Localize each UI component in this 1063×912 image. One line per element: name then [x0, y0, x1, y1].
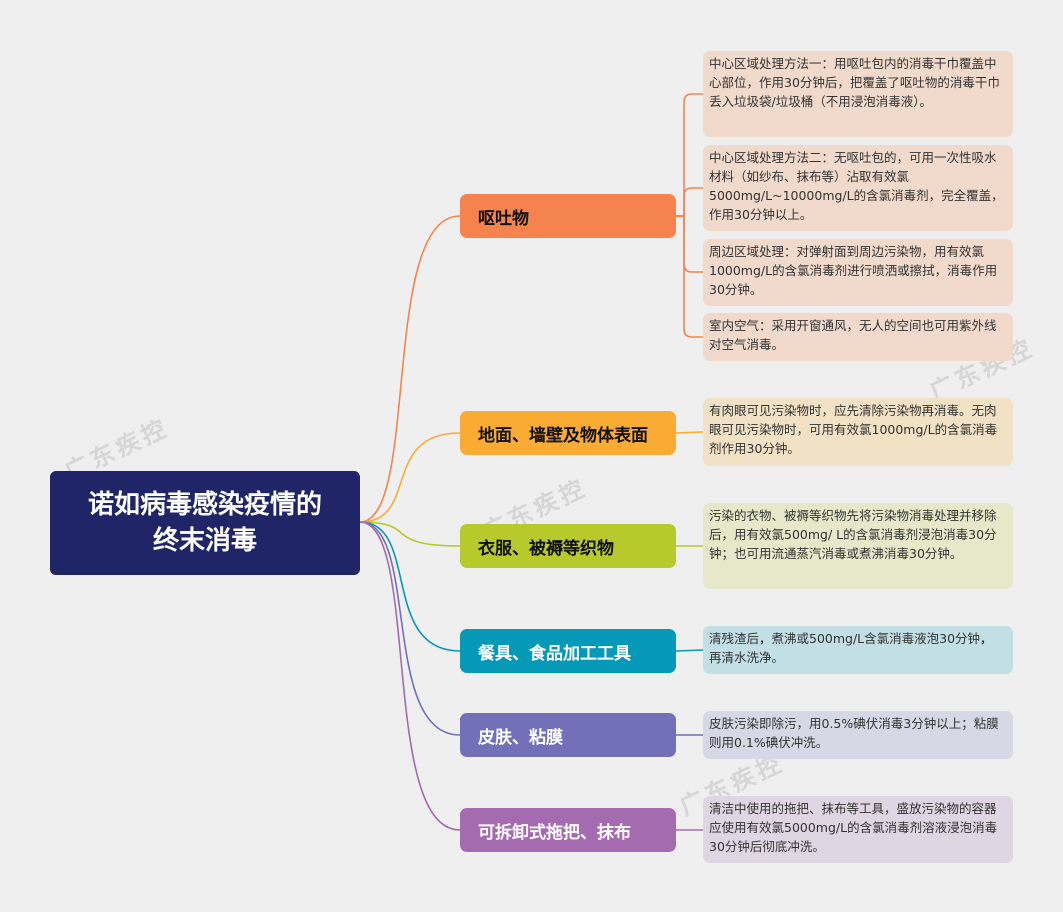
branch-leaf-link: [676, 93, 703, 217]
branch-surfaces[interactable]: 地面、墙壁及物体表面: [460, 411, 676, 455]
leaf-vomit-surrounding: 周边区域处理：对弹射面到周边污染物，用有效氯1000mg/L的含氯消毒剂进行喷洒…: [703, 239, 1013, 306]
branch-mops-rags[interactable]: 可拆卸式拖把、抹布: [460, 808, 676, 852]
leaf-textiles: 污染的衣物、被褥等织物先将污染物消毒处理并移除后，用有效氯500mg/ L的含氯…: [703, 503, 1013, 589]
branch-leaf-link: [676, 215, 703, 338]
root-branch-link: [359, 521, 461, 547]
branch-leaf-link: [676, 215, 703, 273]
branch-tableware[interactable]: 餐具、食品加工工具: [460, 629, 676, 673]
leaf-vomit-indoor-air: 室内空气：采用开窗通风，无人的空间也可用紫外线对空气消毒。: [703, 313, 1013, 361]
leaf-mops-rags: 清洁中使用的拖把、抹布等工具，盛放污染物的容器应使用有效氯5000mg/L的含氯…: [703, 796, 1013, 863]
branch-leaf-link: [675, 431, 704, 434]
root-branch-link: [359, 521, 461, 652]
root-title-line2: 终末消毒: [152, 526, 257, 556]
branch-leaf-link: [675, 649, 704, 652]
root-branch-link: [359, 521, 461, 831]
branch-leaf-link: [676, 187, 703, 217]
leaf-vomit-center-method2: 中心区域处理方法二：无呕吐包的，可用一次性吸水材料（如纱布、抹布等）沾取有效氯5…: [703, 145, 1013, 231]
leaf-surfaces: 有肉眼可见污染物时，应先清除污染物再消毒。无肉眼可见污染物时，可用有效氯1000…: [703, 398, 1013, 466]
root-branch-link: [359, 432, 461, 523]
branch-textiles[interactable]: 衣服、被褥等织物: [460, 524, 676, 568]
leaf-tableware: 清残渣后，煮沸或500mg/L含氯消毒液泡30分钟，再清水洗净。: [703, 626, 1013, 674]
root-branch-link: [359, 521, 461, 736]
leaf-vomit-center-method1: 中心区域处理方法一：用呕吐包内的消毒干巾覆盖中心部位，作用30分钟后，把覆盖了呕…: [703, 51, 1013, 137]
root-node[interactable]: 诺如病毒感染疫情的 终末消毒: [50, 471, 360, 575]
root-branch-link: [359, 215, 461, 523]
leaf-skin-mucosa: 皮肤污染即除污，用0.5%碘伏消毒3分钟以上；粘膜则用0.1%碘伏冲洗。: [703, 711, 1013, 759]
root-title-line1: 诺如病毒感染疫情的: [87, 490, 322, 520]
branch-vomit[interactable]: 呕吐物: [460, 194, 676, 238]
branch-skin-mucosa[interactable]: 皮肤、粘膜: [460, 713, 676, 757]
